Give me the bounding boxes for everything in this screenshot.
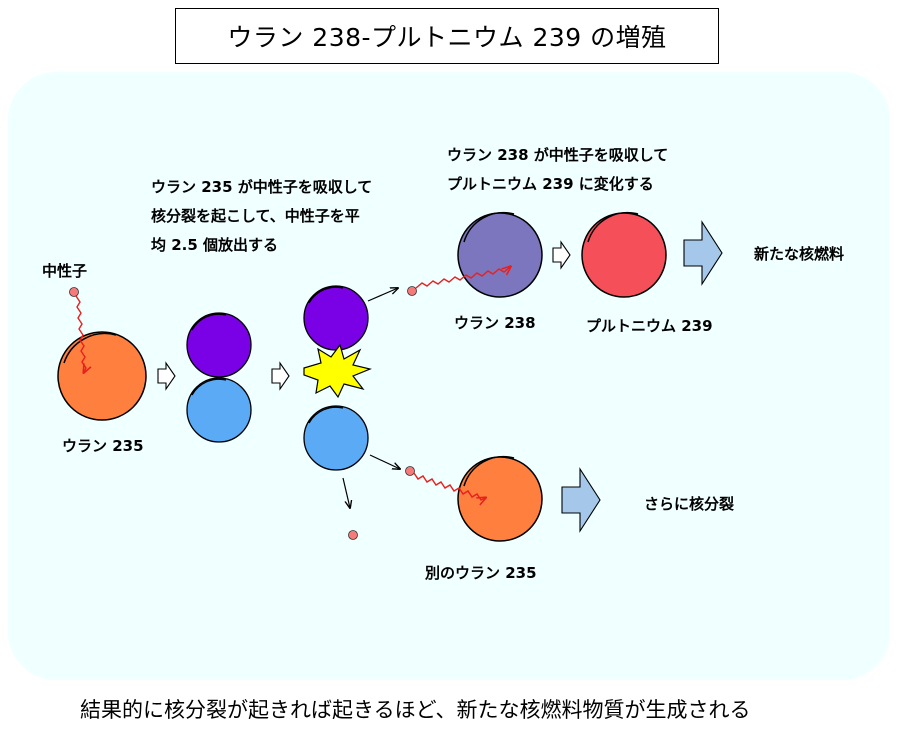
neutron-emit-arrow-right <box>369 454 400 469</box>
process-arrow-1 <box>157 361 176 391</box>
uranium235-label: ウラン 235 <box>62 437 144 455</box>
summary-footer: 結果的に核分裂が起きれば起きるほど、新たな核燃料物質が生成される <box>80 698 751 722</box>
page-title: ウラン 238-プルトニウム 239 の増殖 <box>227 23 667 52</box>
neutron-path-3 <box>413 472 485 500</box>
uranium235-nucleus <box>57 331 147 421</box>
plutonium239-label: プルトニウム 239 <box>586 317 713 335</box>
neutron-emitted-3 <box>348 530 358 540</box>
neutron-emit-arrow-down <box>342 477 350 508</box>
neutron-emitted-2 <box>405 466 415 476</box>
title-box: ウラン 238-プルトニウム 239 の増殖 <box>175 8 719 64</box>
result-arrow-further-fission <box>561 467 601 533</box>
new-fuel-label: 新たな核燃料 <box>754 245 845 263</box>
fission-flash-icon <box>303 343 372 399</box>
another-uranium235-nucleus <box>457 455 543 542</box>
fission-description-line: 均 2.5 個放出する <box>151 236 279 254</box>
breeding-description: ウラン 238 が中性子を吸収して プルトニウム 239 に変化する <box>447 141 668 199</box>
neutron-label: 中性子 <box>42 262 88 280</box>
fission-description: ウラン 235 が中性子を吸収して 核分裂を起こして、中性子を平 均 2.5 個… <box>151 173 372 260</box>
uranium238-label: ウラン 238 <box>454 314 536 332</box>
diagram-panel <box>8 72 890 680</box>
breeding-description-line: プルトニウム 239 に変化する <box>447 175 654 193</box>
process-arrow-3 <box>552 240 571 270</box>
fission-description-line: 核分裂を起こして、中性子を平 <box>151 207 360 225</box>
process-arrow-2 <box>271 361 290 391</box>
neutron-emitted-1 <box>407 286 417 296</box>
neutron-emit-arrow-up <box>367 288 398 302</box>
neutron-path-1 <box>75 295 86 372</box>
neutron-initial <box>69 287 79 297</box>
breeding-description-line: ウラン 238 が中性子を吸収して <box>447 146 669 164</box>
further-fission-label: さらに核分裂 <box>644 495 735 513</box>
fragment-blue-1 <box>186 377 252 443</box>
fission-description-line: ウラン 235 が中性子を吸収して <box>151 178 373 196</box>
another-uranium235-label: 別のウラン 235 <box>425 564 537 582</box>
plutonium239-nucleus <box>581 211 667 298</box>
neutron-path-2 <box>415 267 510 289</box>
fragment-purple-1 <box>186 312 252 378</box>
uranium238-nucleus <box>457 211 543 298</box>
result-arrow-new-fuel <box>683 220 723 286</box>
fragment-blue-2 <box>303 405 369 471</box>
fragment-purple-2 <box>303 285 369 351</box>
